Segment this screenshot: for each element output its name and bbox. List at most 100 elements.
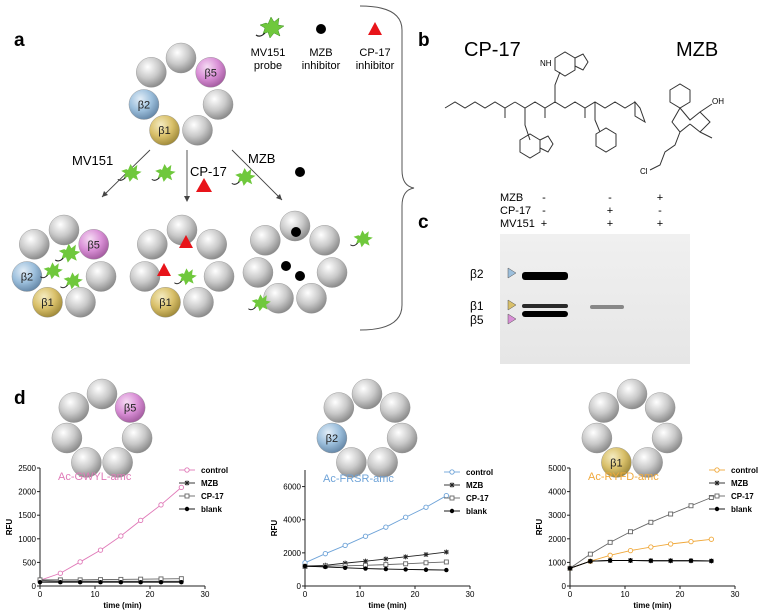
y-tick-label: 3000 xyxy=(548,511,566,520)
panel-label-b: b xyxy=(418,30,430,51)
subunit-b5-label: β5 xyxy=(204,67,216,79)
y-tick-label: 1000 xyxy=(548,558,566,567)
mzb-structure-drawing xyxy=(649,83,713,171)
band-beta1-lane2 xyxy=(590,305,624,309)
gel-band-label: β5 xyxy=(470,313,484,327)
legend-label: blank xyxy=(201,505,222,514)
subunit-b5 xyxy=(78,229,109,260)
x-axis-label: time (min) xyxy=(633,601,672,610)
data-point-control xyxy=(97,547,104,553)
y-tick-label: 1500 xyxy=(18,511,36,520)
x-tick-label: 10 xyxy=(356,590,365,599)
data-point-blank xyxy=(607,558,613,563)
data-point-control xyxy=(383,524,389,530)
treatment-label-mv151: MV151 xyxy=(72,153,113,168)
mzb-inhibitor-icon xyxy=(291,227,301,237)
data-point-cp-17 xyxy=(668,511,674,517)
data-point-blank xyxy=(688,558,694,563)
cp17-inhibitor-icon xyxy=(368,22,382,35)
x-axis-label: time (min) xyxy=(103,601,142,610)
gel-lane-sign: - xyxy=(608,192,612,204)
legend-marker xyxy=(184,480,190,486)
band-marker-icon xyxy=(507,313,517,325)
subunit xyxy=(48,214,80,246)
data-point-control xyxy=(178,484,185,491)
treatment-label-cp17: CP-17 xyxy=(190,164,227,179)
x-tick-label: 30 xyxy=(731,590,740,599)
series-line-cp-17 xyxy=(40,578,182,581)
gel-row-label: CP-17 xyxy=(500,205,531,217)
y-tick-label: 6000 xyxy=(283,483,301,492)
proteasome-ring-cp17: β1 xyxy=(129,214,235,318)
data-point-control xyxy=(708,536,714,542)
band-beta1-lane1 xyxy=(522,304,568,308)
subunit xyxy=(651,422,683,454)
data-point-control xyxy=(57,570,63,576)
proteasome-ring-beta5: β5 xyxy=(51,378,153,478)
subunit xyxy=(296,283,327,314)
legend-marker xyxy=(449,469,455,475)
y-tick-label: 2500 xyxy=(18,464,36,473)
data-point-mzb xyxy=(383,556,389,562)
series-line-control xyxy=(39,487,182,581)
probe-icon xyxy=(40,262,63,280)
y-tick-label: 4000 xyxy=(548,488,566,497)
x-axis-label: time (min) xyxy=(368,601,407,610)
data-point-control xyxy=(423,504,429,510)
gel-band-label: β1 xyxy=(470,299,484,313)
data-point-blank xyxy=(567,566,573,571)
subunit-b2 xyxy=(316,422,348,454)
data-point-mzb xyxy=(342,560,348,566)
subunit-b2-label: β2 xyxy=(326,433,338,445)
gel-lane-sign: - xyxy=(658,205,662,217)
legend-label: CP-17 xyxy=(466,494,489,503)
subunit xyxy=(51,422,83,454)
mzb-inhibitor-icon xyxy=(281,261,291,271)
data-point-control xyxy=(607,552,613,558)
probe-icon xyxy=(151,164,176,182)
series-line-mzb xyxy=(304,551,447,567)
subunit-b2 xyxy=(128,89,160,120)
data-point-control xyxy=(443,493,449,499)
y-tick-label: 0 xyxy=(562,582,567,591)
cp17-atom-nh: NH xyxy=(540,59,552,68)
subunit xyxy=(129,261,161,292)
panel-label-a: a xyxy=(14,30,25,51)
subunit xyxy=(165,42,197,74)
subunit-b1-label: β1 xyxy=(159,297,171,309)
treatment-label-mzb: MZB xyxy=(248,151,275,166)
gel-row-label: MZB xyxy=(500,192,523,204)
data-point-cp-17 xyxy=(628,529,633,535)
data-point-control xyxy=(137,517,144,524)
data-point-blank xyxy=(363,566,368,571)
chart-title: Ac-GWYL-amc xyxy=(58,471,132,483)
gel-bands xyxy=(522,272,624,317)
proteasome-ring-beta2: β2 xyxy=(316,378,418,478)
data-point-blank xyxy=(628,558,633,563)
mzb-atom-cl: Cl xyxy=(640,167,648,176)
chart-title: Ac-FRSR-amc xyxy=(323,473,394,485)
legend-mzb-line2: inhibitor xyxy=(302,60,341,72)
subunit xyxy=(250,225,281,256)
y-tick-label: 2000 xyxy=(18,488,36,497)
data-point-control xyxy=(118,533,124,539)
series-line-control xyxy=(304,495,447,564)
subunit xyxy=(71,447,102,478)
data-point-blank xyxy=(648,558,654,563)
data-point-blank xyxy=(323,564,328,570)
gel-image xyxy=(500,234,690,364)
data-point-blank xyxy=(403,567,408,572)
subunit xyxy=(102,447,133,478)
gel-band-label: β2 xyxy=(470,267,484,281)
cp17-inhibitor-icon xyxy=(196,178,212,192)
data-point-control xyxy=(77,559,83,565)
legend-label: CP-17 xyxy=(201,492,224,501)
subunit xyxy=(323,392,355,423)
gel-lane-sign: + xyxy=(607,218,613,230)
subunit xyxy=(581,422,613,454)
gel-lane-sign: - xyxy=(542,205,546,217)
